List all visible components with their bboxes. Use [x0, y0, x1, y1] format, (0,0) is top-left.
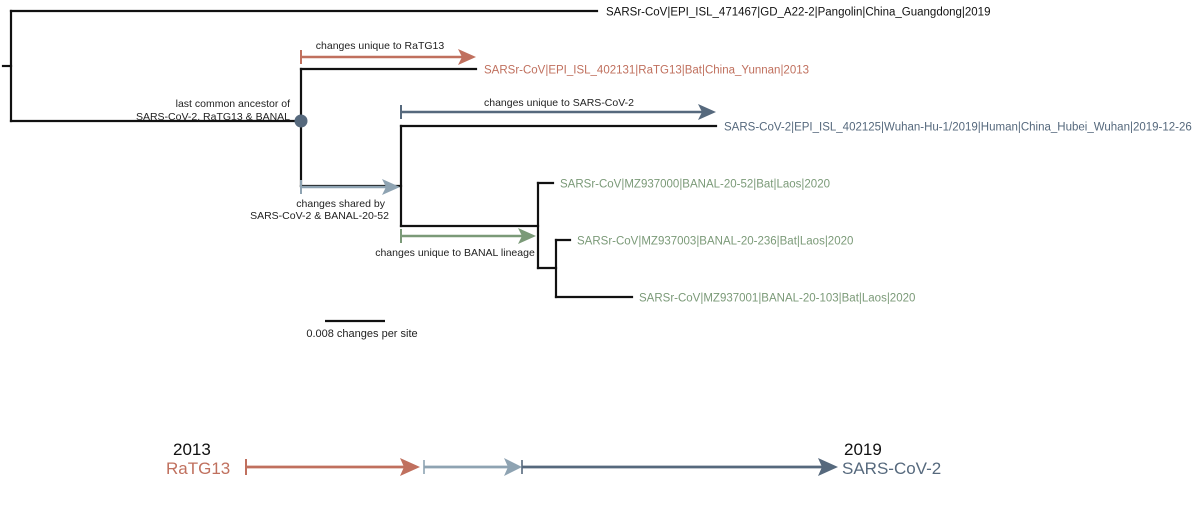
tip-label-banal236: SARSr-CoV|MZ937003|BANAL-20-236|Bat|Laos…	[577, 236, 853, 248]
tip-label-banal52: SARSr-CoV|MZ937000|BANAL-20-52|Bat|Laos|…	[560, 179, 830, 191]
tip-label-banal103: SARSr-CoV|MZ937001|BANAL-20-103|Bat|Laos…	[639, 293, 915, 305]
arrowhead-icon	[458, 49, 476, 65]
annotation-ratg13-unique: changes unique to RaTG13	[316, 40, 445, 52]
tip-label-sarscov2: SARS-CoV-2|EPI_ISL_402125|Wuhan-Hu-1/201…	[724, 122, 1192, 134]
arrow-sarscov2-unique	[400, 104, 716, 120]
annotation-sarscov2-unique: changes unique to SARS-CoV-2	[484, 97, 634, 109]
arrowhead-icon	[504, 458, 522, 476]
arrowhead-icon	[400, 458, 420, 476]
arrow-shared	[300, 179, 400, 195]
tip-label-ratg13: SARSr-CoV|EPI_ISL_402131|RaTG13|Bat|Chin…	[484, 65, 809, 77]
arrow-ratg13-unique	[300, 49, 476, 65]
tip-label-pangolin: SARSr-CoV|EPI_ISL_471467|GD_A22-2|Pangol…	[606, 7, 990, 19]
annotation-shared-line1: changes shared by	[296, 198, 385, 210]
annotation-banal-unique: changes unique to BANAL lineage	[375, 247, 535, 259]
scale-bar-label: 0.008 changes per site	[306, 328, 417, 340]
timeline-segment-shared	[423, 458, 522, 476]
ancestor-node-marker	[294, 114, 308, 128]
timeline-segment-ratg13	[245, 458, 420, 476]
arrowhead-icon	[818, 458, 838, 476]
timeline-start-year: 2013	[173, 440, 211, 459]
tree-branches	[1, 9, 718, 299]
timeline-segment-sarscov2	[521, 458, 838, 476]
timeline-end-year: 2019	[844, 440, 882, 459]
arrow-banal-unique	[400, 228, 536, 244]
arrowhead-icon	[698, 104, 716, 120]
timeline-end-label: SARS-CoV-2	[842, 459, 941, 478]
arrowhead-icon	[382, 179, 400, 195]
arrowhead-icon	[518, 228, 536, 244]
timeline-start-label: RaTG13	[166, 459, 230, 478]
annotation-shared-line2: SARS-CoV-2 & BANAL-20-52	[250, 210, 389, 222]
ancestor-label-line1: last common ancestor of	[176, 98, 290, 110]
ancestor-label-line2: SARS-CoV-2, RaTG13 & BANAL	[136, 111, 290, 123]
